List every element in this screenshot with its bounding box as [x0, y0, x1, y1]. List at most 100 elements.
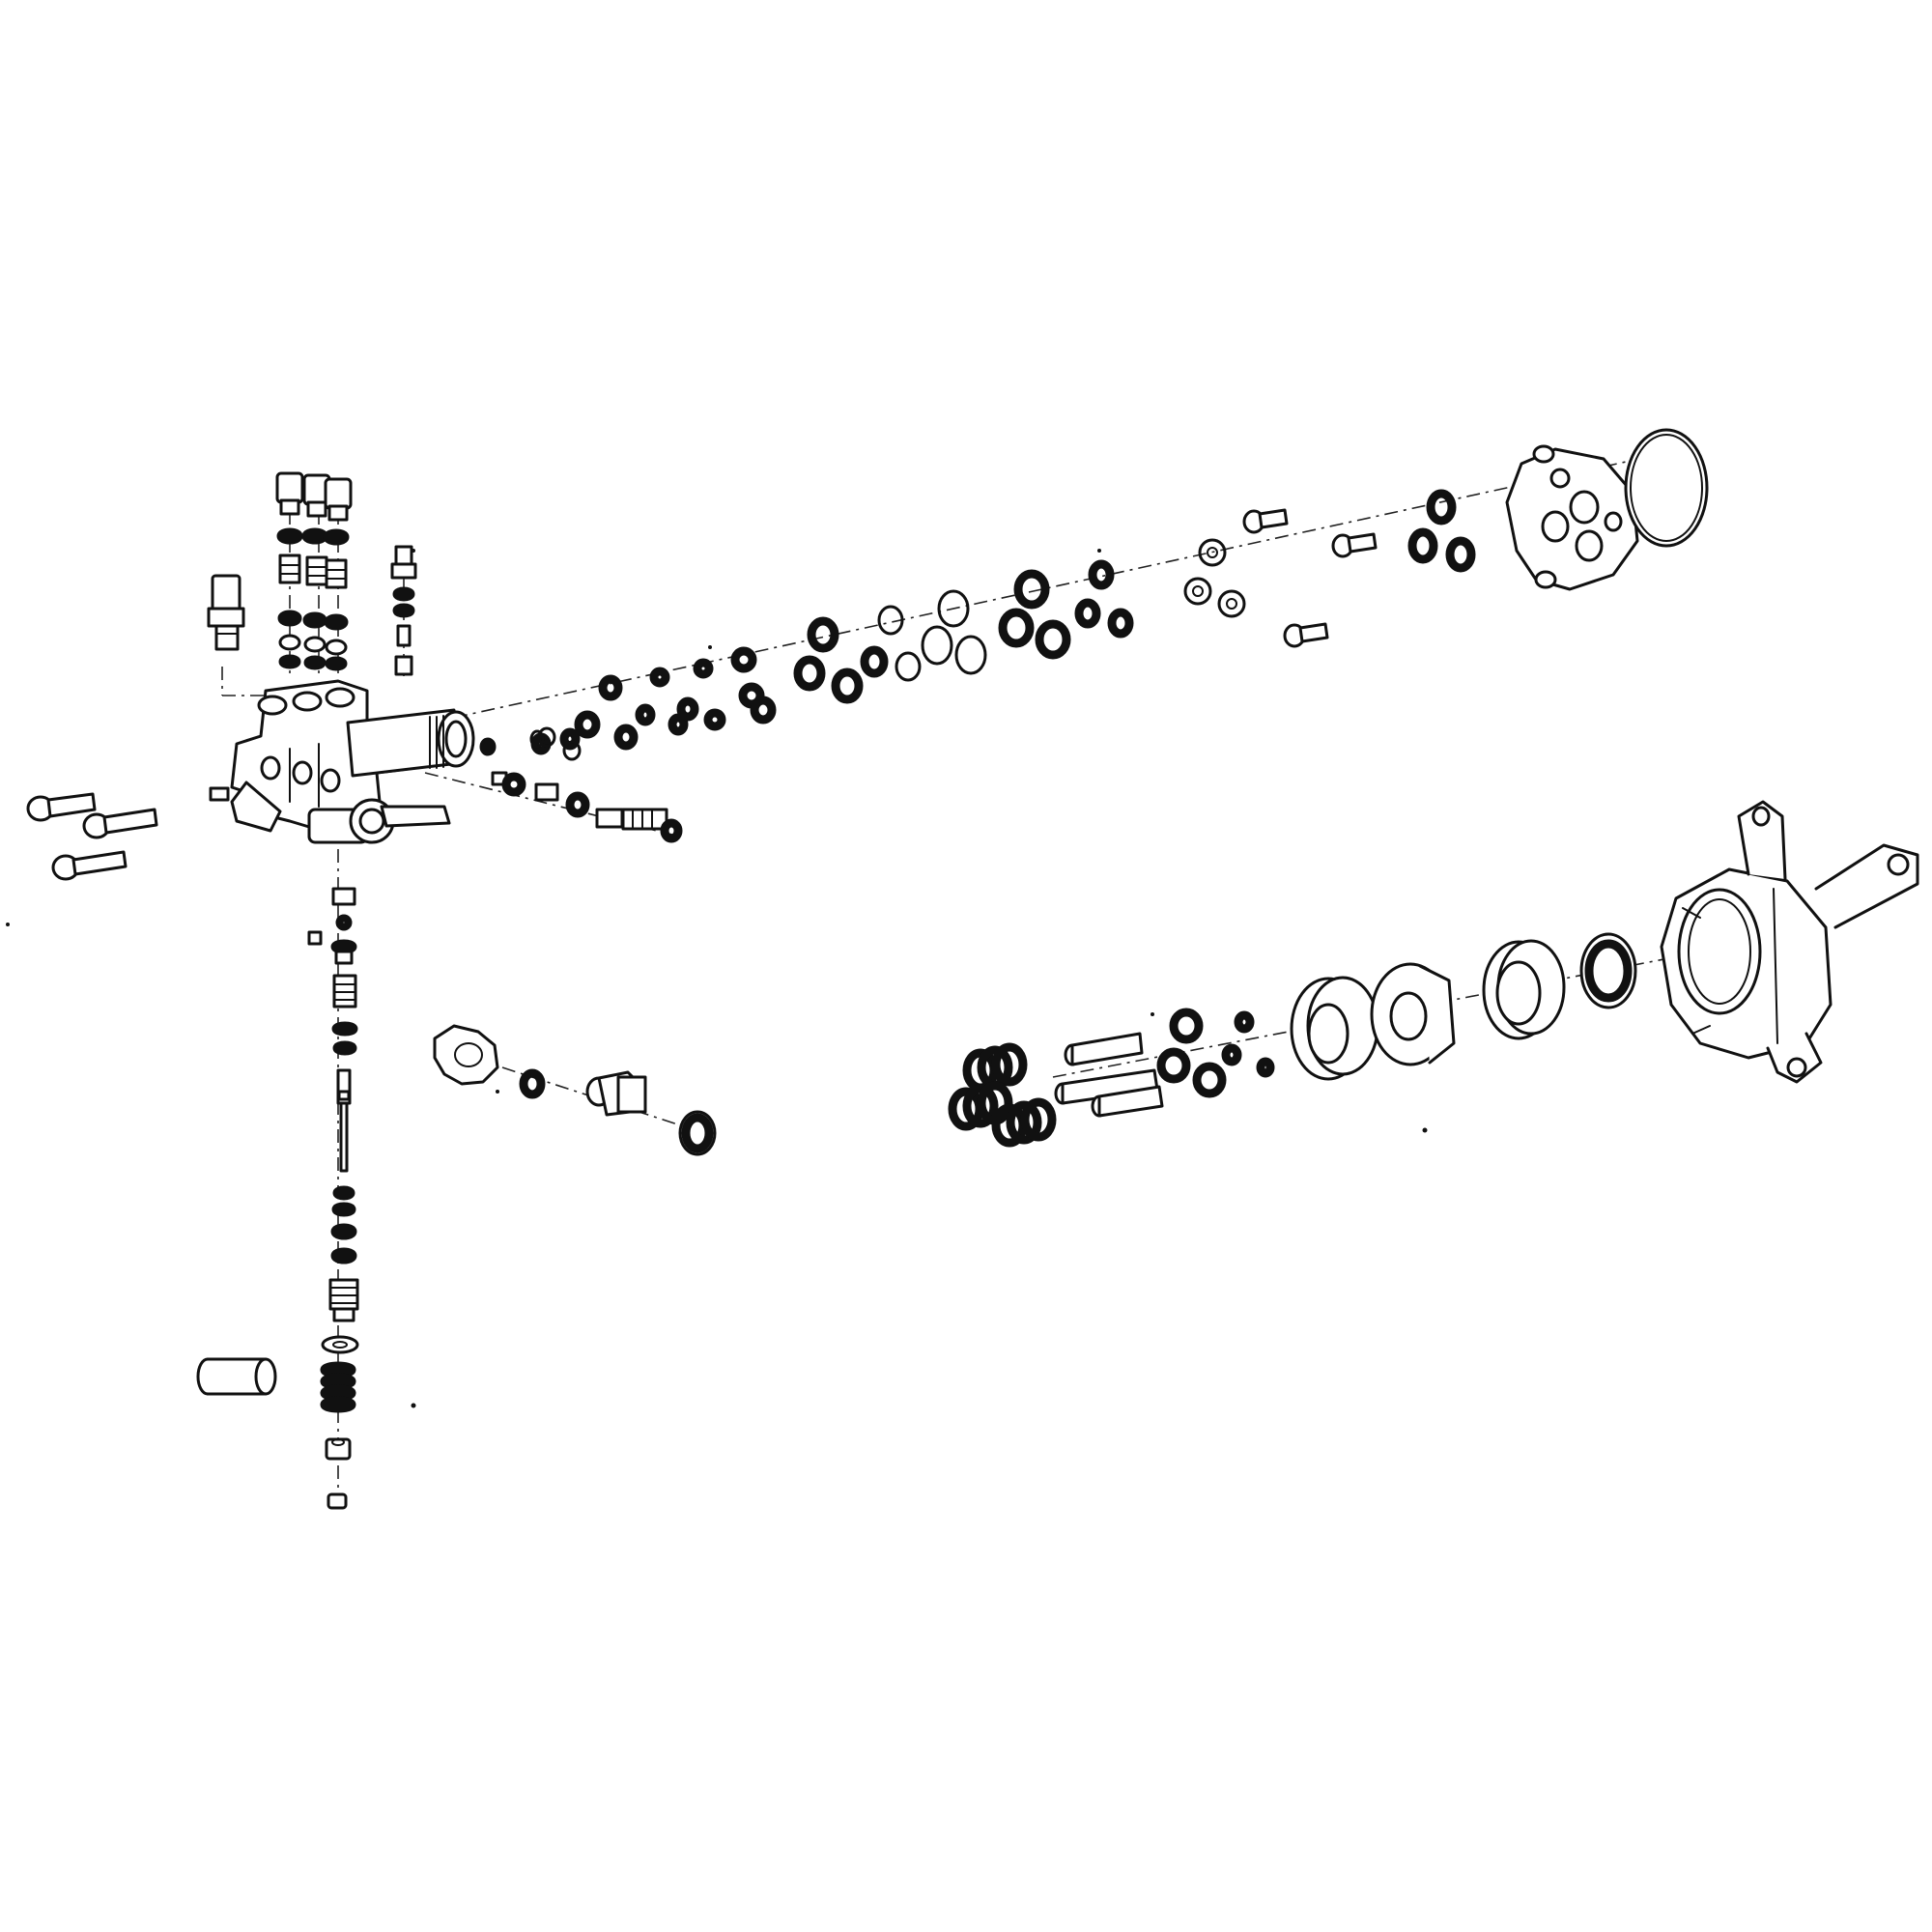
knurled-inlet-nut: [433, 1024, 499, 1086]
o-ring: [330, 1247, 357, 1264]
filter-screen: [678, 1110, 717, 1156]
o-ring: [331, 1202, 356, 1217]
socket-head-cap-screw: [82, 808, 158, 839]
retainer: [1256, 1057, 1275, 1078]
socket-head-cap-screw: [1283, 622, 1329, 648]
o-ring: [519, 1068, 546, 1099]
washer: [1198, 538, 1227, 567]
seal: [613, 724, 639, 751]
o-ring: [392, 603, 415, 618]
valve-seat: [325, 639, 348, 656]
washer: [1183, 577, 1212, 606]
o-ring: [303, 655, 327, 670]
o-ring: [565, 791, 590, 818]
flange-housing: [1660, 800, 1919, 1084]
seal-and-o-ring-rows: [529, 538, 1246, 761]
plunger-washer: [1156, 1047, 1191, 1084]
bearing-race: [1482, 939, 1566, 1040]
o-ring: [330, 1223, 357, 1240]
plunger-washer: [1192, 1062, 1227, 1098]
seal: [1035, 619, 1071, 660]
valve-cap: [324, 477, 353, 522]
bearing-seal: [1290, 976, 1379, 1081]
seal: [598, 674, 623, 701]
seal: [750, 696, 777, 724]
plunger-washer: [1169, 1008, 1204, 1044]
o-ring: [479, 737, 497, 756]
large-o-ring: [1624, 428, 1709, 548]
seal: [635, 703, 656, 726]
washer: [1192, 585, 1204, 597]
seal: [574, 710, 601, 739]
washer: [1217, 589, 1246, 618]
o-ring: [877, 605, 904, 636]
o-ring: [323, 528, 350, 546]
o-ring: [302, 611, 327, 629]
o-ring: [860, 645, 889, 678]
relief-spring-body: [621, 808, 668, 831]
inlet-nut-and-filter: [433, 1024, 717, 1156]
bearing-cup: [1370, 962, 1456, 1066]
o-ring: [324, 613, 349, 631]
oil-seal: [1407, 527, 1438, 564]
o-ring: [937, 589, 970, 628]
o-ring: [529, 729, 545, 749]
o-ring: [332, 1040, 357, 1056]
plunger: [1064, 1032, 1144, 1066]
o-ring: [335, 914, 353, 931]
valve-cage: [325, 558, 348, 589]
seal: [668, 713, 689, 736]
seal: [1013, 569, 1050, 610]
socket-head-cap-screw: [1242, 508, 1289, 534]
oil-seal: [1426, 489, 1457, 526]
seal: [831, 668, 864, 704]
valve-seat: [303, 636, 327, 653]
socket-head-cap-screw: [1331, 532, 1378, 558]
valve-seat: [278, 634, 301, 651]
socket-head-cap-screw: [26, 792, 97, 822]
o-ring: [331, 1021, 358, 1037]
oil-seal: [1445, 536, 1476, 573]
plunger: [1091, 1085, 1164, 1118]
plunger-and-spring-set: [948, 1008, 1275, 1148]
unloader-valve-stack: [307, 887, 359, 1510]
o-ring: [954, 635, 987, 675]
seal: [676, 696, 699, 722]
inlet-fitting: [585, 1070, 647, 1117]
unloader-seat: [328, 1278, 359, 1322]
o-ring: [392, 586, 415, 602]
lock-nut: [327, 1492, 348, 1510]
seal: [998, 608, 1035, 648]
adjuster-nut: [325, 1437, 352, 1461]
relief-valve-cartridge: [479, 737, 683, 843]
valve-cap: [275, 471, 304, 516]
valve-cage: [305, 555, 328, 586]
compression-spring: [320, 1361, 356, 1413]
oil-seal-ring: [1579, 932, 1637, 1009]
valve-cage: [278, 554, 301, 584]
seal: [1107, 608, 1134, 639]
plunger-spring: [991, 1097, 1057, 1148]
o-ring: [278, 654, 301, 669]
o-ring: [562, 740, 582, 761]
end-plate: [1505, 444, 1639, 591]
o-ring: [301, 527, 328, 545]
o-ring: [501, 772, 526, 797]
retainer: [1221, 1043, 1242, 1066]
seal: [703, 708, 726, 731]
seal: [793, 655, 826, 692]
o-ring: [537, 726, 556, 748]
seal: [693, 658, 714, 679]
o-ring: [530, 732, 552, 755]
o-ring: [895, 651, 922, 682]
sleeve: [196, 1357, 277, 1396]
seal: [1074, 598, 1101, 629]
seal: [649, 667, 670, 688]
o-ring: [660, 818, 683, 843]
pump-manifold-head: [209, 679, 475, 844]
o-ring: [277, 610, 302, 627]
unloader-body: [332, 974, 357, 1009]
thermal-relief-valve: [207, 574, 245, 651]
diagram-speck-marks: [6, 549, 1428, 1408]
